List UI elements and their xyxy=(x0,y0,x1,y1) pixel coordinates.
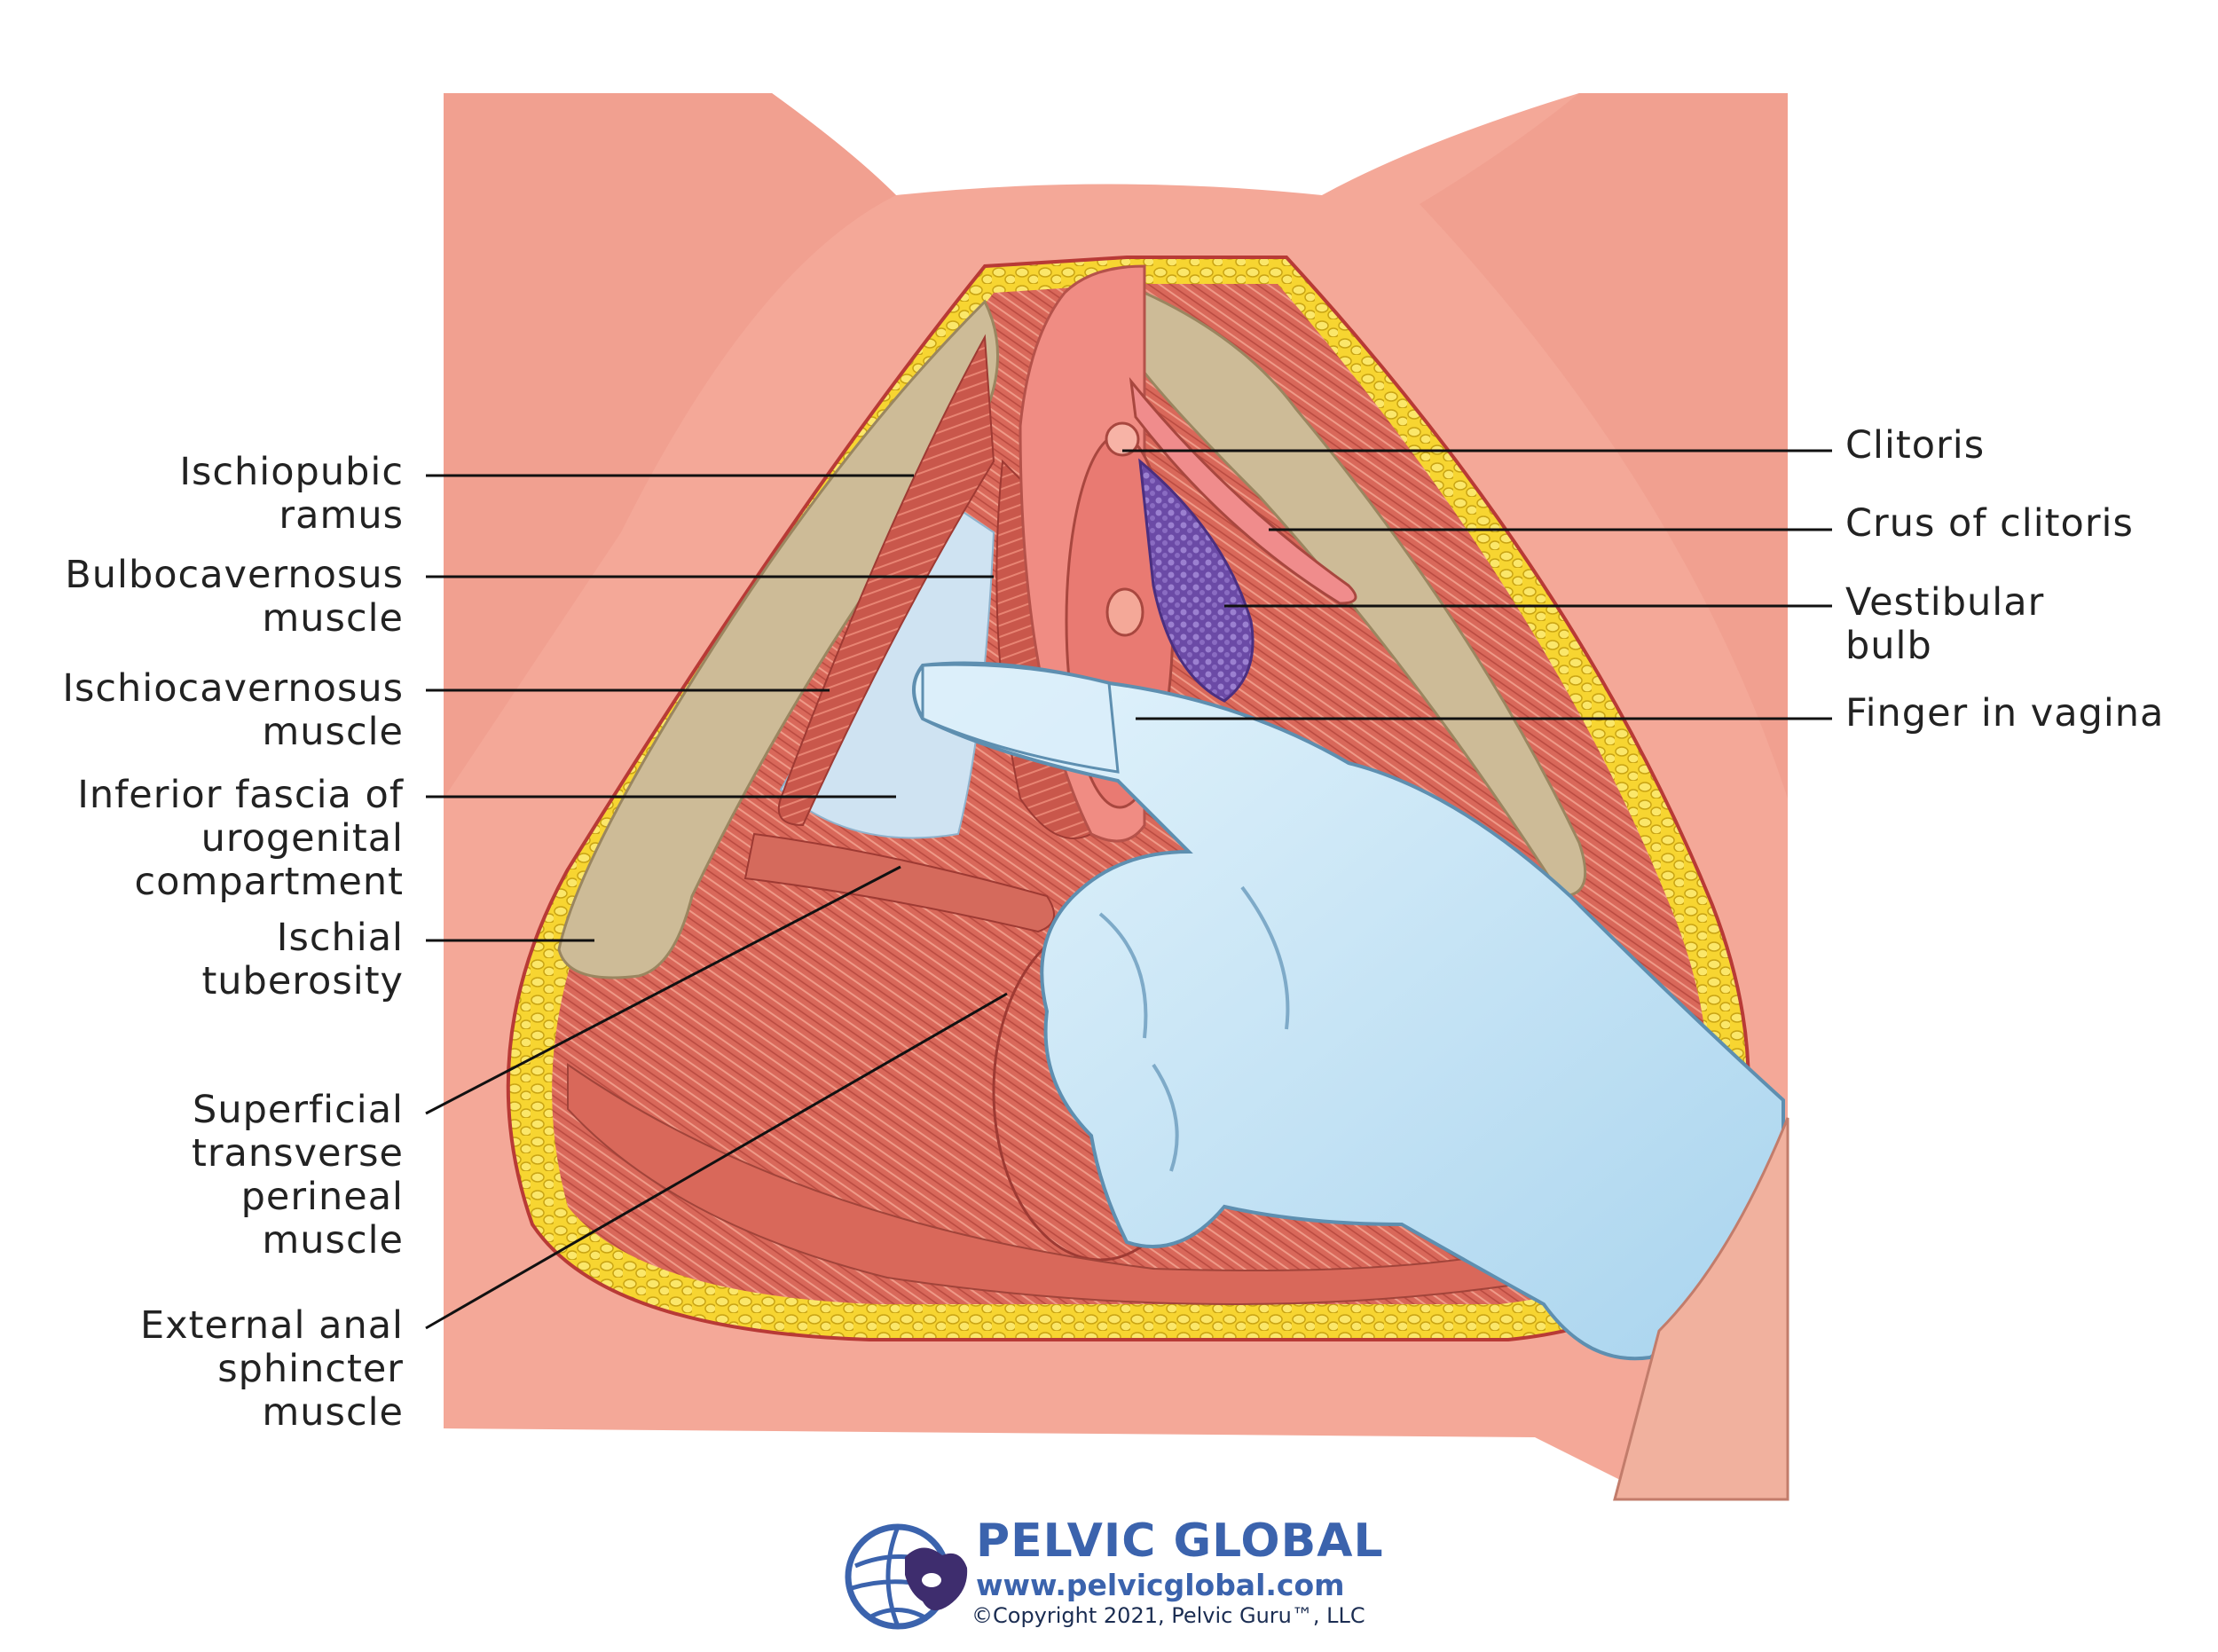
finger-outline xyxy=(921,663,1120,774)
pelvic-globe-logo-icon xyxy=(845,1523,968,1630)
brand-url[interactable]: www.pelvicglobal.com xyxy=(976,1568,1345,1602)
label-ischiocavernosus-muscle: Ischiocavernosus muscle xyxy=(62,666,404,754)
label-finger-in-vagina: Finger in vagina xyxy=(1845,691,2165,736)
label-superficial-transverse-perineal-muscle: Superficial transverse perineal muscle xyxy=(192,1088,404,1263)
copyright-text: ©Copyright 2021, Pelvic Guru™, LLC xyxy=(971,1603,1365,1628)
ischiocavernosus-muscle xyxy=(777,334,995,827)
gloved-hand xyxy=(912,661,1785,1361)
knuckle-creases xyxy=(1098,885,1290,1172)
leader-lines xyxy=(425,449,1832,1330)
label-bulbocavernosus-muscle: Bulbocavernosus muscle xyxy=(65,553,404,641)
brand-name: PELVIC GLOBAL xyxy=(976,1514,1384,1568)
forearm xyxy=(1613,1117,1789,1501)
label-inferior-fascia: Inferior fascia of urogenital compartmen… xyxy=(77,773,404,904)
ischiopubic-ramus-right xyxy=(1143,290,1587,898)
thigh-crease-left xyxy=(444,93,896,798)
label-ischial-tuberosity: Ischial tuberosity xyxy=(201,916,404,1003)
vaginal-opening xyxy=(1105,587,1144,637)
brand-footer: PELVIC GLOBAL www.pelvicglobal.com ©Copy… xyxy=(843,1513,1420,1637)
label-clitoris: Clitoris xyxy=(1845,423,1986,468)
vestibular-bulb-shape xyxy=(1138,458,1255,703)
label-crus-of-clitoris: Crus of clitoris xyxy=(1845,501,2134,546)
crus-of-clitoris-shape xyxy=(1129,376,1357,605)
label-vestibular-bulb: Vestibular bulb xyxy=(1845,580,2045,668)
label-external-anal-sphincter-muscle: External anal sphincter muscle xyxy=(140,1303,404,1435)
thigh-crease-right xyxy=(1420,93,1788,798)
clitoris-shape xyxy=(1105,421,1140,457)
label-ischiopubic-ramus: Ischiopubic ramus xyxy=(179,450,404,538)
